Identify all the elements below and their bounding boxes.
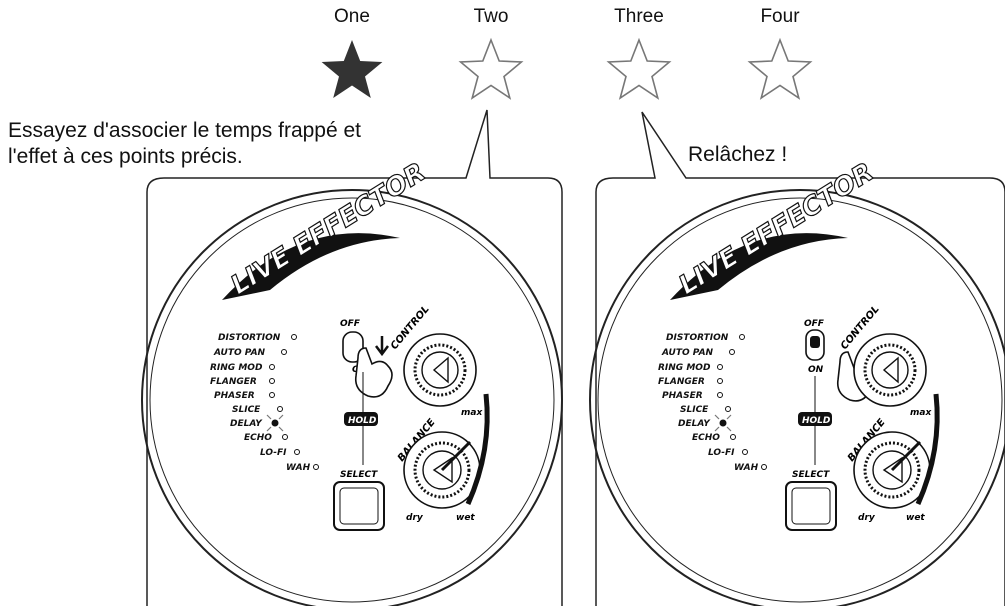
- effector-panel-left: LIVE EFFECTOR DISTORTION AUTO PAN RING M…: [141, 157, 563, 606]
- effect-label: ECHO: [692, 433, 720, 443]
- star-outline-icon: [747, 37, 813, 100]
- select-label: SELECT: [792, 470, 830, 480]
- switch-off-label: OFF: [804, 319, 825, 329]
- star-outline-icon: [458, 37, 524, 100]
- effect-label: LO-FI: [260, 448, 287, 458]
- led-sparkle-icon: [714, 414, 732, 432]
- effect-label: DELAY: [230, 419, 263, 429]
- effect-label: RING MOD: [210, 363, 263, 373]
- switch-off-label: OFF: [340, 319, 361, 329]
- panel-title: LIVE EFFECTOR: [226, 157, 431, 301]
- beat-label-three: Three: [614, 6, 664, 27]
- effect-label: SLICE: [232, 405, 261, 415]
- effect-label: RING MOD: [658, 363, 711, 373]
- dry-label: dry: [406, 513, 424, 523]
- hold-badge: [344, 412, 378, 426]
- beat-label-two: Two: [473, 6, 509, 27]
- effect-label: LO-FI: [708, 448, 735, 458]
- beat-label-four: Four: [760, 6, 800, 27]
- effect-label: AUTO PAN: [661, 348, 714, 358]
- filled-star-icon: [321, 40, 383, 98]
- effect-label: ECHO: [244, 433, 272, 443]
- arrow-down-icon: [375, 336, 389, 357]
- callout-bubble-right: [595, 111, 1005, 606]
- effector-panel-right: LIVE EFFECTOR DISTORTION AUTO PAN RING M…: [589, 157, 1005, 606]
- effect-label: PHASER: [662, 391, 703, 401]
- dry-label: dry: [858, 513, 876, 523]
- beat-label-one: One: [334, 6, 370, 27]
- select-button[interactable]: [785, 481, 837, 531]
- control-max-label: max: [910, 408, 932, 418]
- callout-bubble-left: [146, 109, 563, 606]
- wet-label: wet: [456, 513, 475, 523]
- pressing-finger-icon: [354, 347, 393, 398]
- switch-on-label: ON: [808, 365, 824, 375]
- select-button[interactable]: [333, 481, 385, 531]
- effect-label: WAH: [734, 463, 759, 473]
- select-label: SELECT: [340, 470, 378, 480]
- hold-label: HOLD: [348, 416, 377, 426]
- effect-label: DISTORTION: [218, 333, 281, 343]
- effect-label: DELAY: [678, 419, 711, 429]
- hold-label: HOLD: [802, 416, 831, 426]
- panel-title: LIVE EFFECTOR: [674, 157, 879, 301]
- instruction-line-1: Essayez d'associer le temps frappé et: [8, 119, 362, 142]
- led-sparkle-icon: [266, 414, 284, 432]
- effect-label: SLICE: [680, 405, 709, 415]
- wet-label: wet: [906, 513, 925, 523]
- hold-badge: [798, 412, 832, 426]
- release-caption: Relâchez !: [688, 143, 788, 166]
- instruction-line-2: l'effet à ces points précis.: [8, 145, 243, 168]
- star-outline-icon: [606, 37, 672, 100]
- effect-label: AUTO PAN: [213, 348, 266, 358]
- effect-label: DISTORTION: [666, 333, 729, 343]
- effect-label: FLANGER: [210, 377, 257, 387]
- control-max-label: max: [461, 408, 483, 418]
- effect-label: PHASER: [214, 391, 255, 401]
- instruction-caption: Essayez d'associer le temps frappé et l'…: [8, 118, 361, 170]
- effect-label: WAH: [286, 463, 311, 473]
- effect-label: FLANGER: [658, 377, 705, 387]
